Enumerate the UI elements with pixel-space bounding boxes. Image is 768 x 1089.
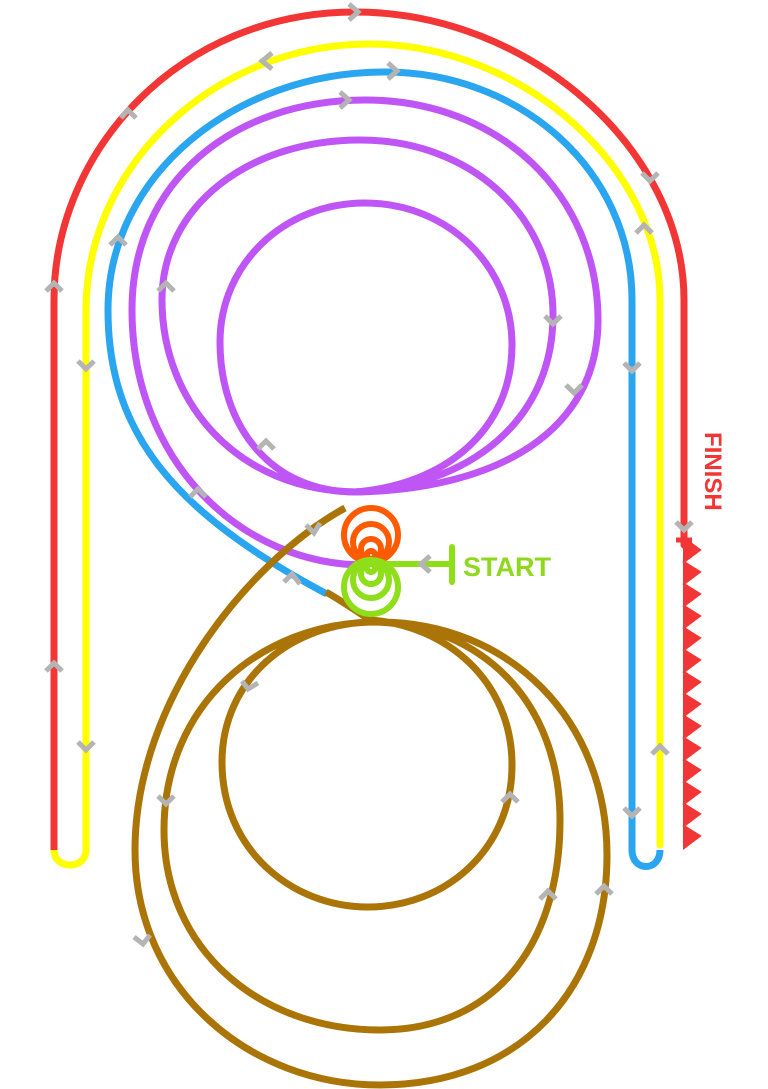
chevron-arrow-icon [156,279,176,293]
chevron-arrow-icon [650,742,670,756]
purple-middle-loop [158,136,557,496]
chevron-arrow-icon [256,437,276,451]
green-spiral-icon [341,557,401,617]
chevron-arrow-icon [108,233,128,247]
chevron-arrow-icon [119,106,138,120]
chevron-arrow-icon [44,659,64,673]
chevron-arrow-icon [640,171,660,185]
chevron-arrow-icon [543,314,563,328]
chevron-arrow-icon [188,485,208,499]
brown-diagonal-connector [131,504,611,1089]
orange-spiral-icon [341,505,401,565]
chevron-arrow-icon [76,359,96,373]
chevron-arrow-icon [622,806,642,820]
chevron-arrow-icon [132,933,152,948]
chevron-arrow-icon [76,740,96,754]
chevron-arrow-icon [500,790,520,804]
chevron-arrow-icon [564,383,584,397]
chevron-arrow-icon [257,51,274,71]
chevron-arrow-icon [240,679,260,693]
chevron-arrow-icon [338,90,353,110]
chevron-arrow-icon [386,61,401,81]
direction-arrows [44,2,694,948]
start-line-icon [372,544,455,585]
chevron-arrow-icon [304,521,323,538]
chevron-arrow-icon [417,554,432,574]
chevron-arrow-icon [538,887,558,901]
finish-label: FINISH [699,432,726,511]
chevron-arrow-icon [44,279,64,293]
blue-uturn-right [628,849,664,870]
chevron-arrow-icon [347,2,362,22]
purple-outer-loop [128,96,602,569]
chevron-arrow-icon [594,882,614,896]
chevron-arrow-icon [634,221,654,235]
purple-inner-loop [216,199,516,496]
chevron-arrow-icon [622,361,642,375]
chevron-arrow-icon [156,794,176,808]
yellow-uturn-left [50,849,90,869]
yellow-lane [82,40,664,854]
blue-lane [104,68,636,854]
chevron-arrow-icon [282,570,302,586]
finish-zigzag-icon [682,536,702,850]
start-label: START [463,552,551,582]
chevron-arrow-icon [674,520,694,534]
